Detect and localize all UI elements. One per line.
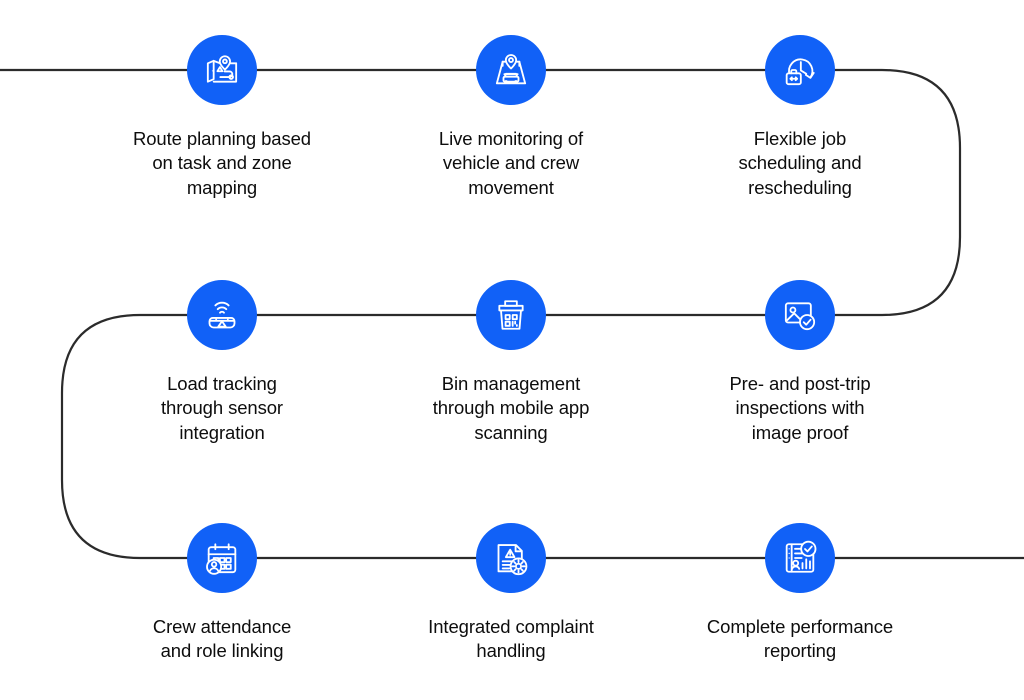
step-node-2[interactable]: Live monitoring of vehicle and crew move… [391, 35, 631, 200]
step-node-1[interactable]: Route planning based on task and zone ma… [102, 35, 342, 200]
step-node-8[interactable]: Integrated complaint handling [391, 523, 631, 664]
step-3-icon-badge[interactable] [765, 35, 835, 105]
step-node-4[interactable]: Load tracking through sensor integration [102, 280, 342, 445]
step-2-label: Live monitoring of vehicle and crew move… [438, 128, 584, 198]
step-8-icon-badge[interactable] [476, 523, 546, 593]
step-7-icon-badge[interactable] [187, 523, 257, 593]
step-node-5[interactable]: Bin management through mobile app scanni… [391, 280, 631, 445]
step-1-label: Route planning based on task and zone ma… [132, 128, 311, 198]
step-5-icon-badge[interactable] [476, 280, 546, 350]
image-check-proof-icon [784, 302, 816, 331]
step-7-label: Crew attendance and role linking [152, 616, 292, 662]
step-1-icon-badge[interactable] [187, 35, 257, 105]
report-chart-check-icon [785, 540, 817, 573]
bin-qr-code-icon [498, 300, 524, 330]
wireless-sensor-load-icon [208, 301, 236, 329]
step-2-icon-badge[interactable] [476, 35, 546, 105]
step-9-label: Complete performance reporting [706, 616, 894, 662]
step-node-7[interactable]: Crew attendance and role linking [102, 523, 342, 664]
step-6-icon-badge[interactable] [765, 280, 835, 350]
step-8-label: Integrated complaint handling [428, 616, 594, 662]
step-9-icon-badge[interactable] [765, 523, 835, 593]
step-node-9[interactable]: Complete performance reporting [680, 523, 920, 664]
step-node-3[interactable]: Flexible job scheduling and rescheduling [680, 35, 920, 200]
vehicle-location-tracking-icon [495, 54, 527, 85]
step-4-label: Load tracking through sensor integration [160, 373, 283, 443]
clock-briefcase-schedule-icon [785, 58, 815, 86]
document-alert-gear-icon [497, 544, 528, 576]
calendar-person-attendance-icon [206, 543, 237, 575]
step-5-label: Bin management through mobile app scanni… [432, 373, 590, 443]
step-4-icon-badge[interactable] [187, 280, 257, 350]
route-map-pin-icon [206, 55, 238, 83]
step-node-6[interactable]: Pre- and post-trip inspections with imag… [680, 280, 920, 445]
step-3-label: Flexible job scheduling and rescheduling [738, 128, 862, 198]
step-6-label: Pre- and post-trip inspections with imag… [729, 373, 871, 443]
